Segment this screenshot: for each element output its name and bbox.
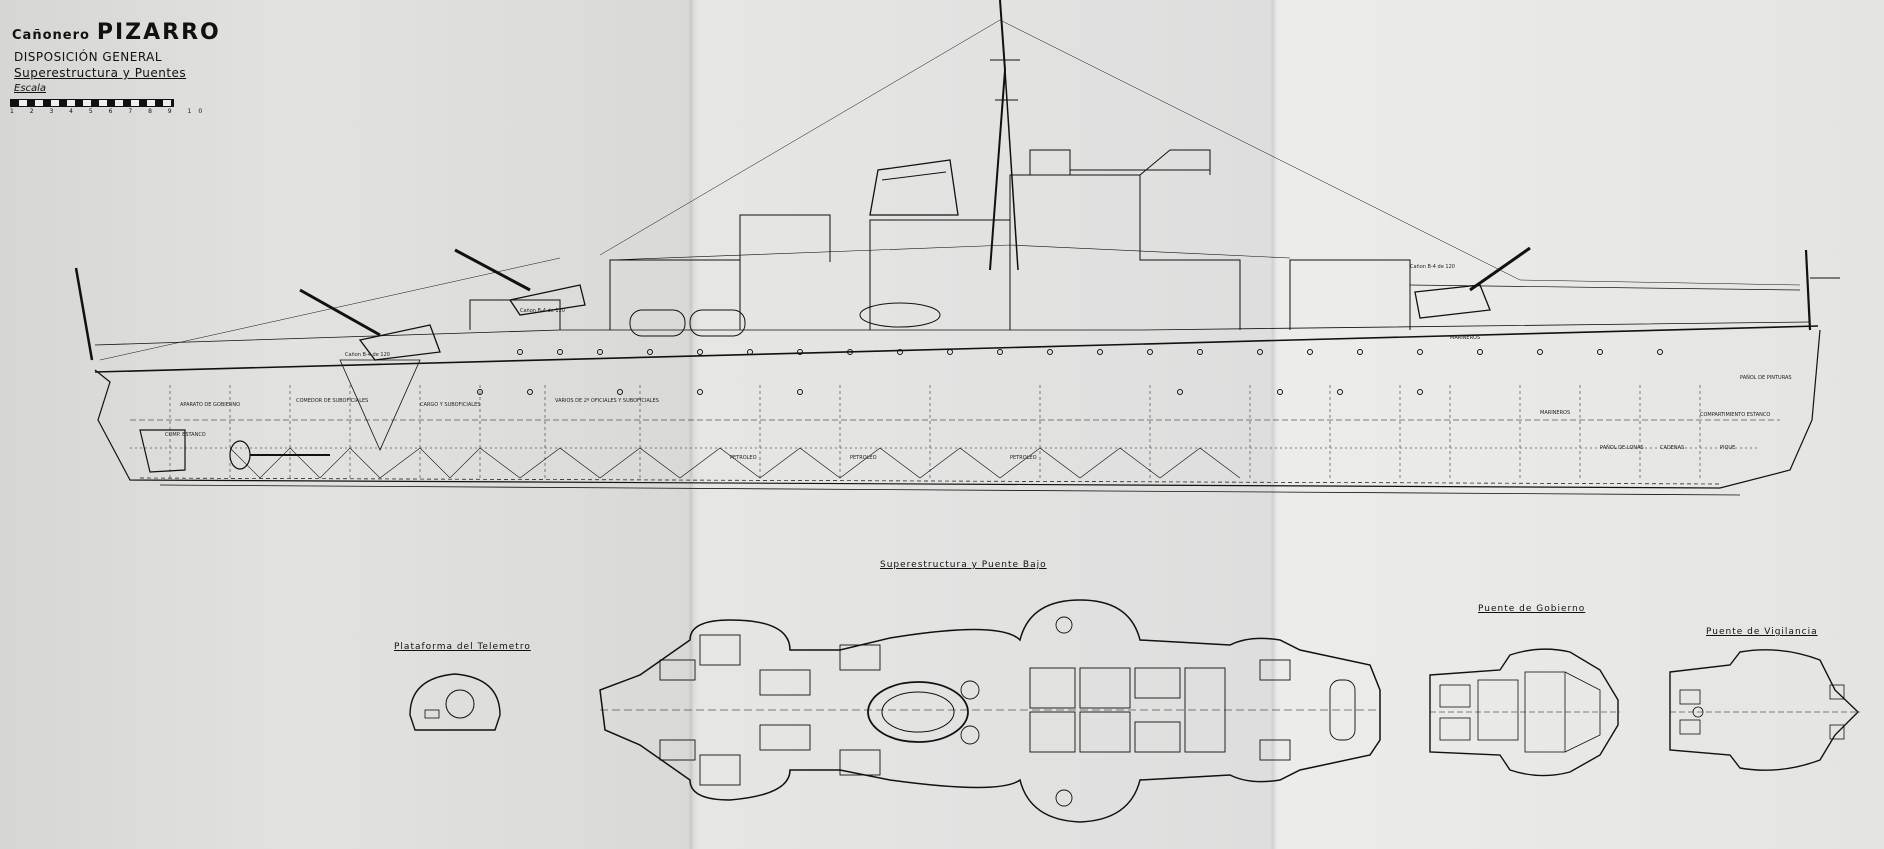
paper-fold xyxy=(688,0,694,849)
paper-fold xyxy=(1270,0,1276,849)
compartment-label: PETROLEO xyxy=(1010,455,1037,461)
lower-bridge-plan xyxy=(599,599,1381,823)
compartment-label: COMEDOR DE SUBOFICIALES xyxy=(296,398,369,404)
rangefinder-platform-plan xyxy=(409,673,501,731)
hull-profile xyxy=(74,267,1821,489)
porthole-row xyxy=(477,349,1663,395)
compartment-label: MARINEROS xyxy=(1540,410,1571,416)
subtitle-general: DISPOSICIÓN GENERAL xyxy=(14,50,163,64)
drawing-title: Cañonero PIZARRO xyxy=(12,20,221,45)
scale-label: Escala xyxy=(14,83,47,94)
ship-name: PIZARRO xyxy=(96,20,221,45)
label-lower-bridge: Superestructura y Puente Bajo xyxy=(880,560,1047,570)
steering-bridge-plan xyxy=(1429,648,1620,777)
compartment-label: PAÑOL DE LONAS xyxy=(1600,445,1644,451)
compartment-label: PETROLEO xyxy=(850,455,877,461)
compartment-label: PAÑOL DE PINTURAS xyxy=(1740,375,1792,381)
label-rangefinder-platform: Plataforma del Telemetro xyxy=(394,642,531,652)
title-prefix: Cañonero xyxy=(12,28,90,43)
compartment-label: COMP. ESTANCO xyxy=(165,432,206,438)
scale-bar xyxy=(10,99,174,107)
gun-mounts xyxy=(299,246,1531,451)
compartment-label: VARIOS DE 2º OFICIALES Y SUBOFICIALES xyxy=(555,398,659,404)
label-watch-bridge: Puente de Vigilancia xyxy=(1706,627,1818,637)
frame-baseline xyxy=(159,484,1741,496)
subtitle-superstructure: Superestructura y Puentes xyxy=(14,66,187,80)
compartment-label: CARGO Y SUBOFICIALES xyxy=(420,402,481,408)
compartment-label: PIQUE xyxy=(1720,445,1736,451)
watch-bridge-plan xyxy=(1669,649,1860,771)
compartment-label: MARINEROS xyxy=(1450,335,1481,341)
compartment-label: COMPARTIMIENTO ESTANCO xyxy=(1700,412,1771,418)
label-steering-bridge: Puente de Gobierno xyxy=(1478,604,1586,614)
compartment-label: APARATO DE GOBIERNO xyxy=(180,402,241,408)
gun-label: Cañon B-4 de 120 xyxy=(345,352,390,358)
compartment-label: PETROLEO xyxy=(730,455,757,461)
gun-label: Cañon B-4 de 120 xyxy=(520,308,565,314)
scale-numbers: 1 2 3 4 5 6 7 8 9 10 xyxy=(10,108,210,115)
superstructure xyxy=(99,0,1840,361)
gun-label: Cañon B-4 de 120 xyxy=(1410,264,1455,270)
compartment-label: CADENAS xyxy=(1660,445,1685,451)
